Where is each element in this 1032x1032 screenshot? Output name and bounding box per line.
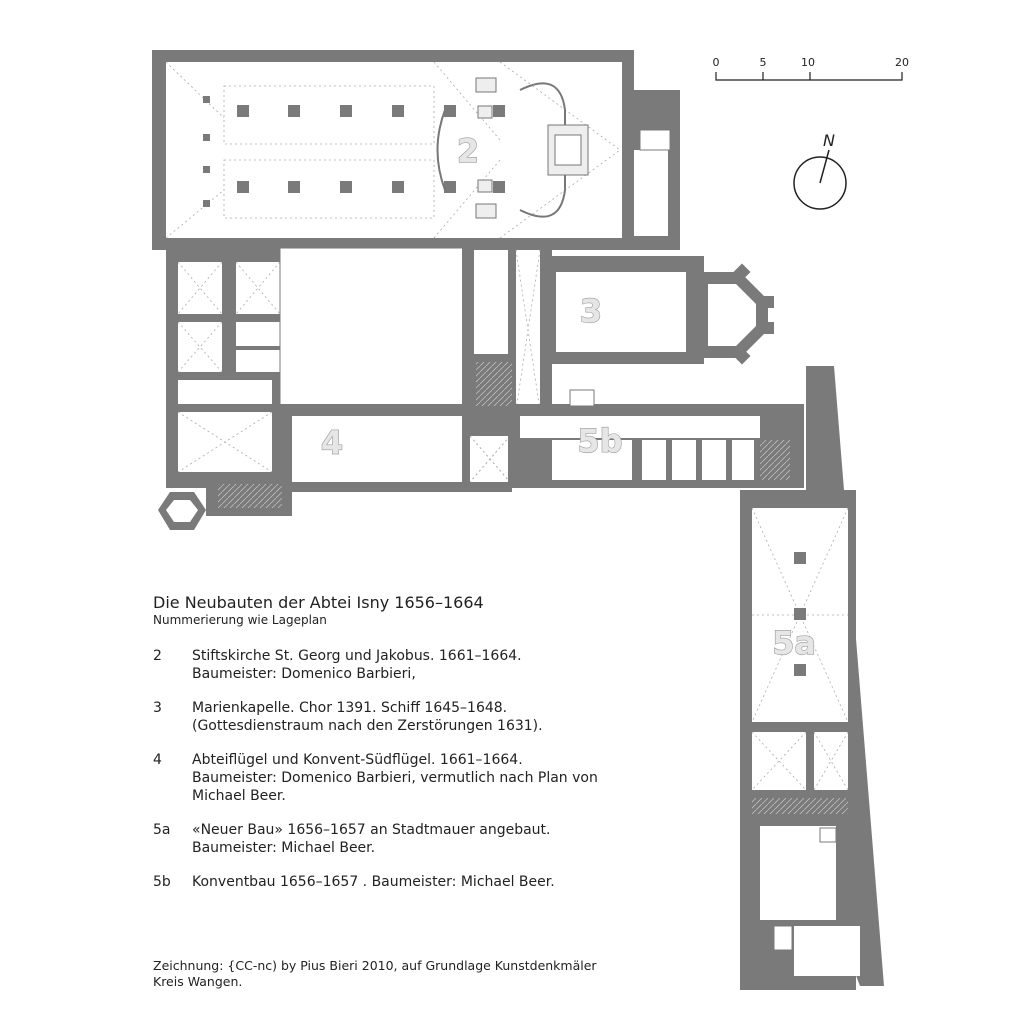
legend-entry-5a: 5a «Neuer Bau» 1656–1657 an Stadtmauer a… bbox=[153, 821, 673, 857]
convent-wing bbox=[508, 389, 804, 488]
link-corridor bbox=[462, 246, 552, 416]
plan-label-4: 4 bbox=[321, 424, 343, 462]
credit-line: Zeichnung: {CC-nc) by Pius Bieri 2010, a… bbox=[153, 958, 597, 973]
legend-entry-5b: 5b Konventbau 1656–1657 . Baumeister: Mi… bbox=[153, 873, 673, 891]
north-arrow: N bbox=[793, 131, 847, 210]
legend-title: Die Neubauten der Abtei Isny 1656–1664 bbox=[153, 593, 484, 612]
drawing-credit: Zeichnung: {CC-nc) by Pius Bieri 2010, a… bbox=[153, 958, 597, 990]
legend-entry-line: Konventbau 1656–1657 . Baumeister: Micha… bbox=[192, 874, 555, 890]
legend-entry-line: Baumeister: Domenico Barbieri, bbox=[192, 666, 416, 682]
legend-entry-number: 4 bbox=[153, 752, 162, 768]
legend-entry-line: (Gottesdienstraum nach den Zerstörungen … bbox=[192, 718, 543, 734]
legend-entry-line: Stiftskirche St. Georg und Jakobus. 1661… bbox=[192, 648, 522, 664]
north-label: N bbox=[823, 131, 835, 150]
plan-label-5b: 5b bbox=[577, 422, 622, 460]
legend-entry-line: Baumeister: Domenico Barbieri, vermutlic… bbox=[192, 770, 598, 786]
scale-bar: 0 5 10 20 bbox=[713, 56, 909, 81]
legend-entry-line: «Neuer Bau» 1656–1657 an Stadtmauer ange… bbox=[192, 822, 551, 838]
scale-tick-10: 10 bbox=[801, 56, 815, 69]
legend-entry-line: Abteiflügel und Konvent-Südflügel. 1661–… bbox=[192, 752, 523, 768]
legend-entry-4: 4 Abteiflügel und Konvent-Südflügel. 166… bbox=[153, 751, 673, 805]
legend-entry-number: 5b bbox=[153, 874, 171, 890]
legend-entry-2: 2 Stiftskirche St. Georg und Jakobus. 16… bbox=[153, 647, 673, 683]
legend-entry-number: 5a bbox=[153, 822, 171, 838]
plan-label-5a: 5a bbox=[772, 624, 816, 662]
legend-subtitle: Nummerierung wie Lageplan bbox=[153, 613, 327, 627]
legend: Die Neubauten der Abtei Isny 1656–1664 N… bbox=[153, 593, 673, 907]
legend-entry-3: 3 Marienkapelle. Chor 1391. Schiff 1645–… bbox=[153, 699, 673, 735]
scale-tick-5: 5 bbox=[760, 56, 767, 69]
plan-label-3: 3 bbox=[580, 292, 602, 330]
new-building bbox=[740, 366, 884, 990]
plan-label-2: 2 bbox=[457, 132, 479, 170]
legend-entry-number: 2 bbox=[153, 648, 162, 664]
scale-tick-20: 20 bbox=[895, 56, 909, 69]
credit-line: Kreis Wangen. bbox=[153, 974, 243, 989]
chapel-building bbox=[544, 256, 774, 365]
scale-tick-0: 0 bbox=[713, 56, 720, 69]
legend-entry-number: 3 bbox=[153, 700, 162, 716]
legend-entry-line: Marienkapelle. Chor 1391. Schiff 1645–16… bbox=[192, 700, 508, 716]
legend-entry-line: Michael Beer. bbox=[192, 788, 286, 804]
abbey-wing bbox=[158, 247, 512, 530]
church-building bbox=[152, 50, 680, 250]
legend-entry-line: Baumeister: Michael Beer. bbox=[192, 840, 376, 856]
